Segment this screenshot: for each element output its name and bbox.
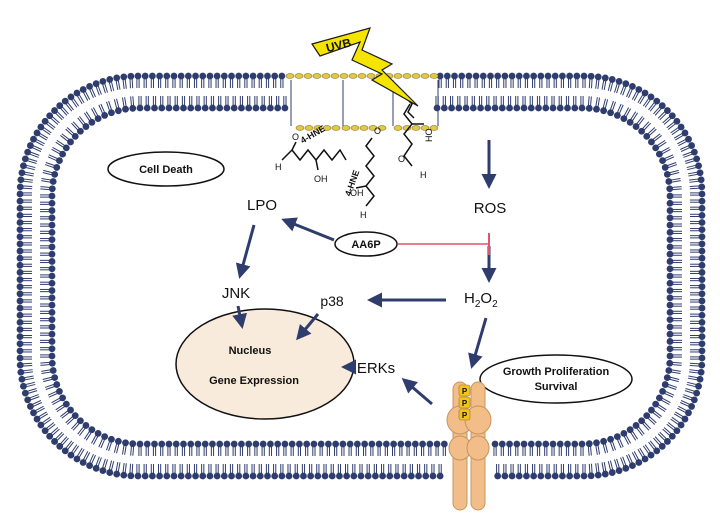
- arrow-h2o2-to-receptor: [468, 317, 488, 369]
- lipid-o-2: O: [374, 126, 381, 136]
- lipid-h-2: H: [360, 210, 367, 220]
- lipid-oh-3: HO: [424, 129, 434, 143]
- cell-death-label: Cell Death: [139, 164, 193, 176]
- erks-node: ERKs: [357, 360, 395, 377]
- arrow-lpo-to-jnk: [235, 224, 256, 279]
- arrow-p38-to-nucleus: [296, 313, 320, 341]
- jnk-node: JNK: [222, 285, 250, 302]
- gene-expression-label: Gene Expression: [209, 375, 299, 387]
- lipid-h-1: H: [275, 162, 282, 172]
- h2o2-node: H2O2: [464, 290, 498, 310]
- cell-death-oval: Cell Death: [107, 151, 225, 187]
- pathway-arrows: [232, 140, 497, 406]
- nucleus: Nucleus Gene Expression: [175, 308, 355, 420]
- growth-label-line1: Growth Proliferation: [503, 366, 610, 378]
- aa6p-oval: AA6P: [334, 231, 398, 257]
- nucleus-label: Nucleus: [229, 345, 272, 357]
- growth-oval: Growth Proliferation Survival: [479, 354, 633, 404]
- lipid-molecule-3: HO H O: [398, 103, 434, 180]
- phosphate-label: P: [462, 399, 468, 408]
- uvb-lightning-icon: UVB: [311, 27, 419, 107]
- cell-membrane: [16, 72, 706, 480]
- arrow-receptor-to-erks: [401, 378, 433, 406]
- lipid-o-1: O: [292, 132, 299, 142]
- lipid-h-3: H: [420, 170, 427, 180]
- lipid-molecule-1: 4-HNE O H OH: [275, 123, 347, 184]
- lipid-oh-1: OH: [314, 174, 328, 184]
- uvb-label: UVB: [325, 35, 353, 55]
- growth-receptor: PPP: [446, 381, 492, 511]
- growth-label-line2: Survival: [535, 381, 578, 393]
- phosphate-label: P: [462, 387, 468, 396]
- lipid-molecule-2: 4-HNE OH H O: [343, 126, 381, 220]
- membrane-pore: [285, 73, 439, 131]
- phosphate-label: P: [462, 411, 468, 420]
- arrow-jnk-to-nucleus: [232, 305, 248, 329]
- ros-node: ROS: [474, 200, 507, 217]
- lpo-node: LPO: [247, 197, 277, 214]
- lipid-oh-2: OH: [350, 188, 364, 198]
- lipid-o-3: O: [398, 154, 405, 164]
- arrow-aa6p-to-lpo: [281, 217, 335, 242]
- p38-node: p38: [320, 293, 344, 309]
- inhibition-line: [398, 233, 490, 255]
- aa6p-label: AA6P: [351, 239, 380, 251]
